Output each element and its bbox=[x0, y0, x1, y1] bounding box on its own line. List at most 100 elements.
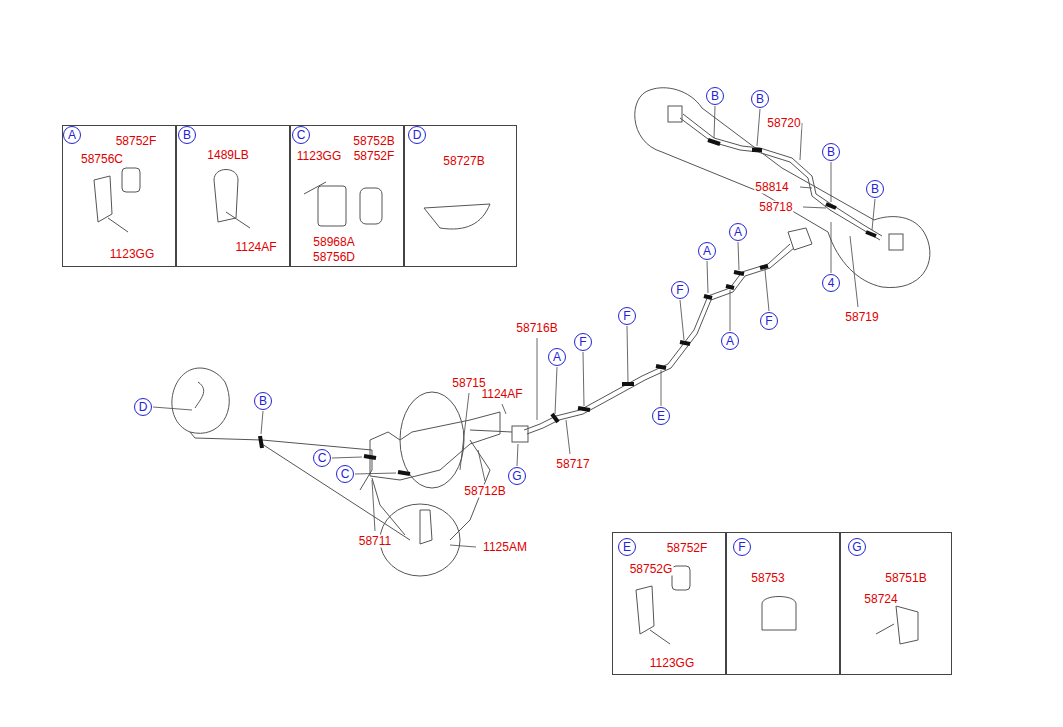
leader bbox=[714, 106, 715, 138]
callout-circle: A bbox=[63, 126, 81, 144]
part-number: 58756D bbox=[312, 251, 356, 264]
leader bbox=[800, 187, 812, 188]
leader bbox=[450, 545, 476, 547]
brake-pipe bbox=[470, 430, 512, 432]
clip-drawing bbox=[762, 597, 796, 631]
callout-circle: A bbox=[698, 242, 716, 260]
clip bbox=[578, 408, 590, 410]
main-brake-line bbox=[524, 244, 790, 430]
callout-letter: 4 bbox=[828, 277, 835, 289]
leader bbox=[153, 407, 192, 410]
part-number: 1489LB bbox=[206, 149, 249, 162]
detail-panel: 1489LB1124AFB bbox=[176, 125, 290, 267]
master-cylinder-bracket bbox=[370, 412, 500, 480]
leader bbox=[738, 242, 739, 270]
proportioning-valve bbox=[512, 426, 528, 442]
part-number: 58720 bbox=[766, 117, 801, 130]
callout-letter: F bbox=[676, 284, 683, 296]
clip bbox=[398, 472, 410, 474]
leader bbox=[460, 393, 469, 470]
brake-line bbox=[683, 114, 882, 236]
callout-letter: C bbox=[318, 452, 327, 464]
leader bbox=[583, 352, 584, 406]
clip-insert bbox=[672, 566, 690, 590]
clip bbox=[708, 140, 720, 144]
clip-drawing bbox=[318, 186, 346, 226]
callout-letter: A bbox=[68, 129, 76, 141]
detail-panel: 58752F58756C1123GGA bbox=[62, 125, 176, 267]
callout-letter: A bbox=[726, 335, 734, 347]
brake-hose bbox=[195, 382, 204, 408]
part-number: 58752F bbox=[115, 135, 158, 148]
callout-letter: B bbox=[871, 183, 879, 195]
callout-circle: B bbox=[178, 126, 196, 144]
leader bbox=[680, 300, 684, 340]
callout-circle: B bbox=[822, 143, 840, 161]
clip bbox=[734, 272, 744, 274]
leader bbox=[566, 420, 570, 454]
bolt bbox=[650, 630, 670, 644]
callout-circle: F bbox=[671, 281, 689, 299]
detail-panel: 58753F bbox=[726, 532, 840, 675]
leader bbox=[707, 261, 708, 293]
brake-pipe bbox=[190, 432, 372, 490]
clip bbox=[552, 414, 558, 422]
leader bbox=[803, 207, 826, 208]
leader bbox=[661, 370, 662, 406]
brake-pipe bbox=[262, 444, 410, 540]
hub bbox=[668, 106, 682, 122]
illustration-lines bbox=[172, 88, 930, 576]
callout-circle: B bbox=[751, 90, 769, 108]
leader bbox=[627, 326, 628, 382]
leader bbox=[831, 222, 832, 273]
callout-circle: A bbox=[548, 348, 566, 366]
part-number: 58751B bbox=[884, 572, 927, 585]
callout-circle: D bbox=[408, 126, 426, 144]
front-left-wheel bbox=[172, 368, 229, 433]
part-number: 58712B bbox=[463, 485, 506, 498]
panel-parts bbox=[94, 168, 918, 644]
part-number: 58968A bbox=[312, 236, 355, 249]
part-number: 58752F bbox=[666, 542, 709, 555]
clip bbox=[826, 204, 836, 208]
leader bbox=[765, 270, 769, 311]
callout-letter: F bbox=[623, 310, 630, 322]
callout-letter: B bbox=[756, 93, 764, 105]
leader bbox=[537, 338, 538, 420]
clip-insert bbox=[122, 168, 140, 192]
leader bbox=[517, 444, 518, 466]
callout-circle: D bbox=[134, 398, 152, 416]
clip bbox=[260, 436, 262, 448]
leader-lines bbox=[153, 106, 875, 547]
part-number: 1124AF bbox=[480, 388, 523, 401]
part-number: 1123GG bbox=[296, 150, 342, 163]
detail-panel: 58752F58752G1123GGE bbox=[612, 532, 726, 675]
hub bbox=[889, 234, 903, 250]
brake-pipe bbox=[372, 478, 405, 535]
leader bbox=[831, 162, 832, 202]
clip-drawing bbox=[896, 606, 918, 644]
clip-drawing bbox=[636, 586, 654, 634]
part-number: 58752F bbox=[353, 150, 396, 163]
callout-letter: C bbox=[297, 129, 306, 141]
part-number: 58756C bbox=[80, 153, 124, 166]
part-number: 58711 bbox=[358, 535, 392, 548]
callout-circle: 4 bbox=[822, 274, 840, 292]
clip-insert bbox=[360, 188, 382, 224]
clip bbox=[866, 232, 876, 236]
clip bbox=[752, 148, 762, 152]
callout-letter: E bbox=[623, 541, 631, 553]
detail-panel: 58751B58724G bbox=[840, 532, 952, 675]
callout-letter: F bbox=[765, 315, 772, 327]
part-number: 58719 bbox=[844, 311, 879, 324]
clip bbox=[726, 286, 734, 288]
clip bbox=[622, 382, 634, 386]
leader bbox=[261, 411, 263, 434]
callout-letter: G bbox=[852, 541, 861, 553]
callout-circle: E bbox=[652, 407, 670, 425]
callout-circle: F bbox=[574, 333, 592, 351]
callout-letter: F bbox=[738, 541, 745, 553]
leader bbox=[332, 457, 362, 458]
clip bbox=[656, 366, 666, 368]
